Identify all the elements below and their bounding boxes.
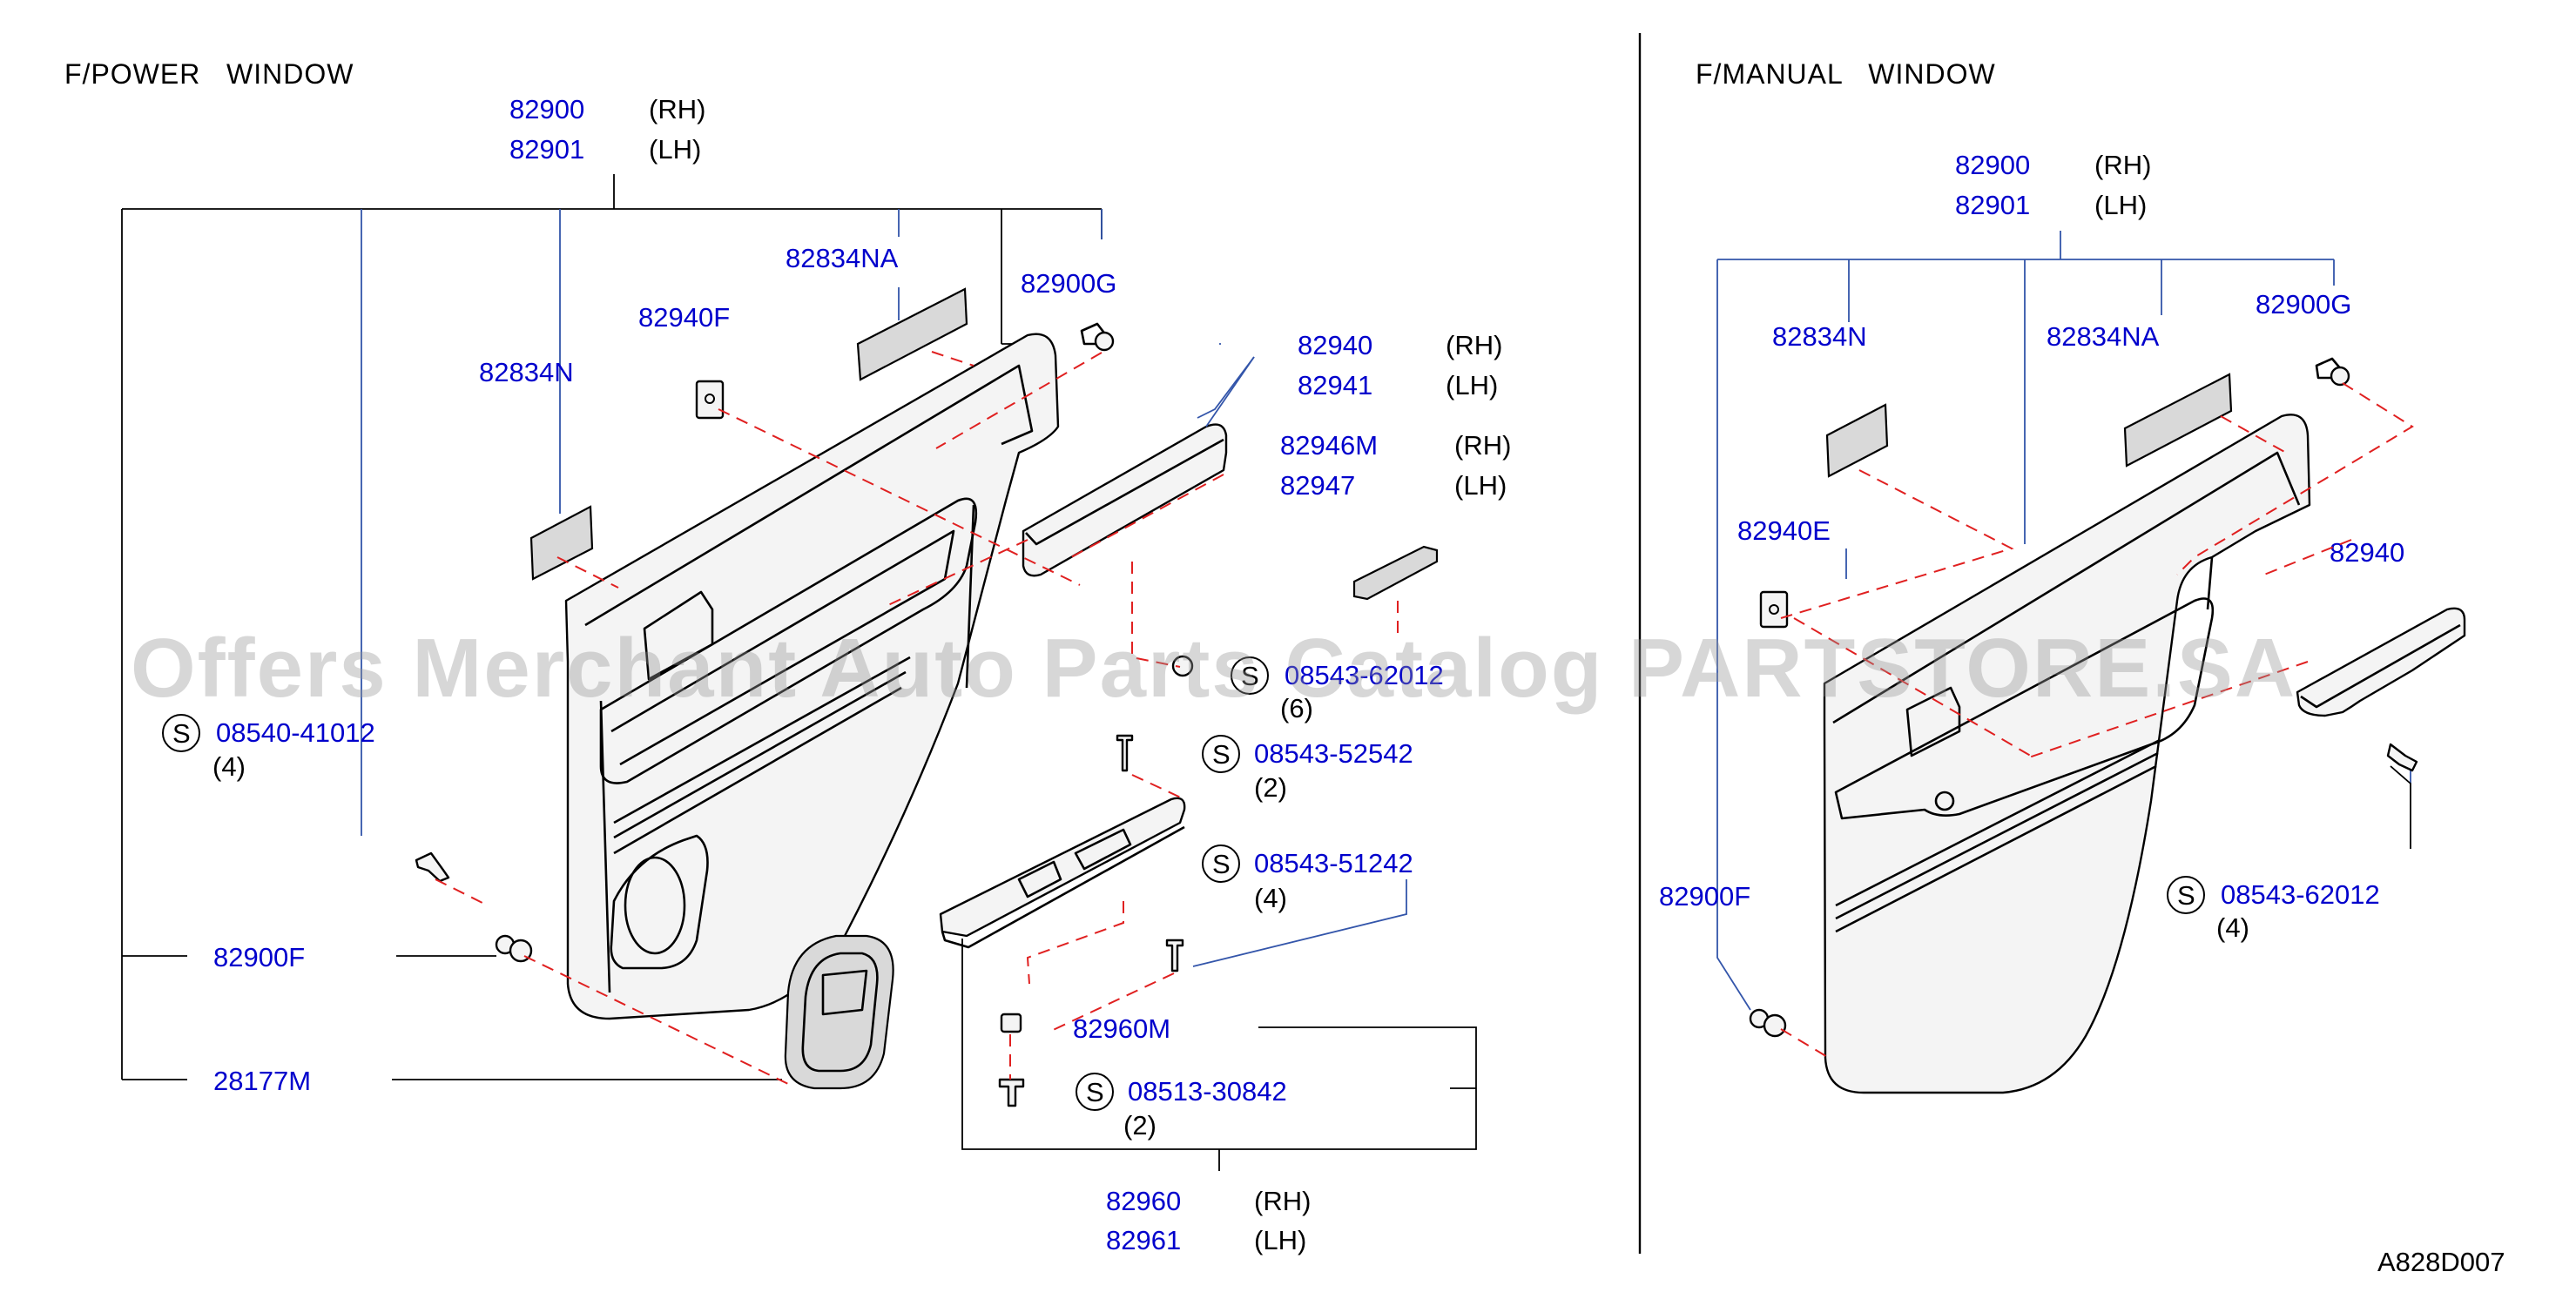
mw-label-82940E[interactable]: 82940E [1737,515,1831,546]
manual-window-section: F/MANUAL WINDOW 82900 (RH) 82901 (LH) 82… [1659,58,2466,1094]
pw-pad-side-lh: (LH) [1454,470,1507,501]
pw-armrest-pn-lh[interactable]: 82941 [1298,370,1372,400]
pw-pad-pn-lh[interactable]: 82947 [1280,470,1355,501]
mw-assembly-side-lh: (LH) [2094,190,2147,220]
pw-switch-finisher [939,797,1186,949]
pw-screw-b-s-badge [1202,735,1240,773]
mw-screw-s: S [2177,880,2195,911]
pw-switch-pn-lh[interactable]: 82961 [1106,1225,1181,1255]
mw-assembly-pn-rh[interactable]: 82900 [1955,150,2030,180]
pw-switch-bracket [961,939,1477,1171]
pw-armrest-pn-rh[interactable]: 82940 [1298,330,1372,360]
pw-switch-side-lh: (LH) [1254,1225,1306,1255]
pw-speaker-grille [784,934,894,1090]
mw-assembly-pn-lh[interactable]: 82901 [1955,190,2030,220]
mw-dashed-leaders [1780,382,2414,1059]
pw-label-82834NA[interactable]: 82834NA [786,243,899,273]
pw-pad-side-rh: (RH) [1454,430,1511,461]
mw-label-82834N[interactable]: 82834N [1772,321,1867,352]
pw-screw-b-s: S [1212,739,1231,770]
pw-assembly-side-rh: (RH) [649,94,705,124]
mw-fasteners [1749,357,2418,1038]
pw-screw-b-qty: (2) [1254,772,1287,803]
pw-door-trim-panel [564,333,1060,1020]
pw-screw-e-s-badge [1076,1073,1114,1111]
mw-screw-leader [2390,765,2411,849]
pw-switch-side-rh: (RH) [1254,1186,1311,1216]
pw-armrest-pad [1352,545,1439,601]
pw-assembly-pn-lh[interactable]: 82901 [509,134,584,165]
mw-door-trim-panel [1823,414,2311,1094]
pw-label-82900F[interactable]: 82900F [213,942,305,972]
pw-screw-e-s: S [1086,1077,1104,1107]
pw-screw-a-s-badge [1231,656,1269,695]
mw-label-82900F[interactable]: 82900F [1659,881,1750,912]
pw-label-82960M[interactable]: 82960M [1073,1013,1170,1044]
pw-screw-b-pn[interactable]: 08543-52542 [1254,738,1413,769]
pw-screw-e-pn[interactable]: 08513-30842 [1128,1076,1287,1107]
pw-armrest [1022,423,1228,577]
mw-bracket-tree [1716,231,2411,1011]
mw-label-82900G[interactable]: 82900G [2256,289,2351,320]
pw-armrest-side-rh: (RH) [1446,330,1502,360]
pw-armrest-side-lh: (LH) [1446,370,1498,400]
pw-screw-d-s: S [172,718,191,749]
pw-screw-c-pn[interactable]: 08543-51242 [1254,848,1413,878]
pw-dashed-leaders [435,351,1399,1085]
power-window-heading: F/POWER WINDOW [64,58,354,90]
mw-label-82834NA[interactable]: 82834NA [2047,321,2160,352]
pw-screw-c-s-badge [1202,845,1240,883]
pw-pad-pn-rh[interactable]: 82946M [1280,430,1378,461]
pw-screw-blue-leaders [1192,343,1407,967]
pw-screw-a-s: S [1241,661,1259,691]
pw-screw-e-qty: (2) [1123,1110,1157,1141]
pw-screw-a-pn[interactable]: 08543-62012 [1285,660,1444,690]
mw-screw-s-badge [2167,876,2205,914]
diagram-code: A828D007 [2377,1247,2505,1277]
mw-screw-qty: (4) [2216,912,2249,943]
pw-switch-pn-rh[interactable]: 82960 [1106,1186,1181,1216]
pw-screw-c-s: S [1212,849,1231,879]
manual-window-heading: F/MANUAL WINDOW [1696,58,1996,90]
pw-screw-c-qty: (4) [1254,883,1287,913]
pw-assembly-pn-rh[interactable]: 82900 [509,94,584,124]
pw-screw-d-qty: (4) [212,751,246,782]
pw-screw-d-s-badge [162,714,200,752]
pw-blue-leaders [361,209,1103,836]
mw-armrest [2296,607,2466,717]
mw-screw-pn[interactable]: 08543-62012 [2221,879,2380,910]
pw-fasteners [415,287,1194,1107]
pw-label-28177M[interactable]: 28177M [213,1066,311,1096]
power-window-section: F/POWER WINDOW 82900 (RH) 82901 (LH) 828… [64,58,1511,1255]
pw-label-82834N[interactable]: 82834N [479,357,574,387]
pw-label-82940F[interactable]: 82940F [638,302,730,333]
watermark: Offers Merchant Auto Parts Catalog PARTS… [131,622,2296,715]
pw-label-82900G[interactable]: 82900G [1021,268,1116,299]
pw-screw-a-qty: (6) [1280,693,1313,723]
pw-screw-d-pn[interactable]: 08540-41012 [216,717,375,748]
mw-label-82940[interactable]: 82940 [2330,537,2404,568]
pw-assembly-side-lh: (LH) [649,134,701,165]
mw-assembly-side-rh: (RH) [2094,150,2151,180]
